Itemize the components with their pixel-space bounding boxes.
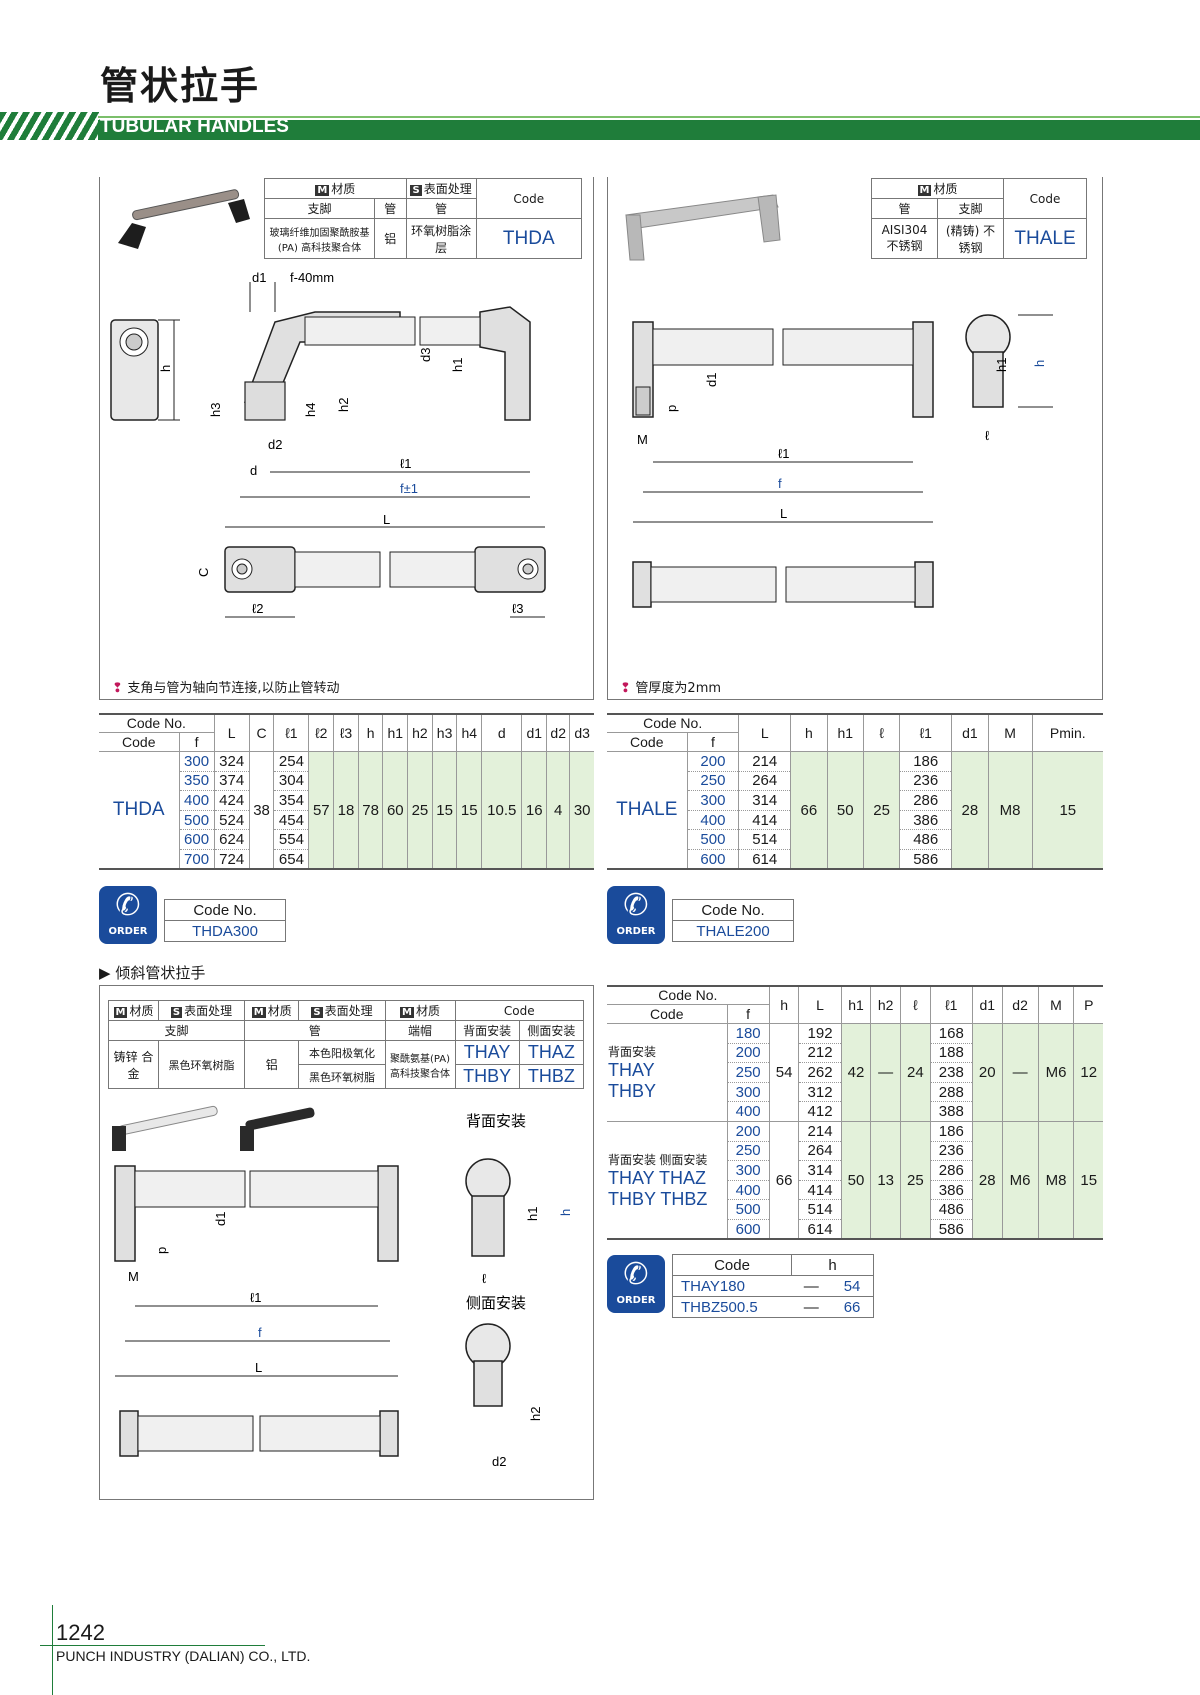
thale-photo [625, 194, 781, 261]
thda-dim-h3: h3 [208, 403, 223, 417]
inclined-drawing: 背面安装 d1 p M ℓ1 f L h1 h ℓ 侧面安装 h2 d2 [112, 1105, 573, 1469]
thda-dim-d: d [250, 463, 257, 478]
thale-dim-l1: ℓ1 [778, 446, 789, 461]
inclined-dim-f: f [258, 1325, 262, 1340]
thda-dim-h: h [158, 365, 173, 372]
inclined-dim-p: p [154, 1247, 169, 1254]
thale-dim-h1: h1 [994, 358, 1009, 372]
thda-dimension-table: Code No. L C ℓ1 ℓ2 ℓ3 h h1 h2 h3 h4 d d1… [99, 713, 594, 871]
thda-photo [118, 189, 250, 249]
thale-dim-L: L [780, 506, 787, 521]
thale-dim-h: h [1032, 360, 1047, 367]
title-band [0, 112, 1200, 140]
thda-dim-d2: d2 [268, 437, 282, 452]
thale-dim-d1: d1 [704, 373, 719, 387]
thale-dim-M: M [637, 432, 648, 447]
page-title-cn: 管状拉手 [100, 64, 261, 108]
thale-order-icon: ✆ORDER [607, 886, 665, 944]
thda-order-example: Code No. THDA300 [164, 899, 286, 942]
thda-dim-d1: d1 [252, 272, 266, 285]
thale-order-example: Code No. THALE200 [672, 899, 794, 942]
footer-vline [52, 1605, 53, 1695]
thda-note: ❢ 支角与管为轴向节连接,以防止管转动 [112, 681, 340, 696]
inclined-dim-h: h [558, 1209, 573, 1216]
thda-dim-l1: ℓ1 [400, 456, 411, 471]
thda-dim-d3: d3 [418, 348, 433, 362]
inclined-dim-d2: d2 [492, 1454, 506, 1469]
thda-dim-h2: h2 [336, 398, 351, 412]
thda-dim-C: C [196, 568, 211, 577]
thda-dim-f: f±1 [400, 481, 418, 496]
inclined-dim-h2: h2 [528, 1407, 543, 1421]
thda-drawing: h d1 f-40mm d3 h1 h2 h3 h4 d2 d ℓ1 f±1 L… [110, 272, 546, 618]
thale-dim-l: ℓ [985, 428, 990, 443]
footer-hline [40, 1645, 265, 1646]
inclined-dim-L: L [255, 1360, 262, 1375]
thda-dim-l2: ℓ2 [252, 601, 263, 616]
inclined-dim-l: ℓ [482, 1271, 487, 1286]
thda-dim-h4: h4 [303, 403, 318, 417]
page-number: 1242 [56, 1620, 105, 1645]
inclined-dimension-table: Code No. h L h1 h2 ℓ ℓ1 d1 d2 M P Code f… [607, 985, 1103, 1241]
inclined-dim-M: M [128, 1269, 139, 1284]
inclined-order-icon: ✆ORDER [607, 1255, 665, 1313]
inclined-side-title: 侧面安装 [466, 1295, 526, 1312]
inclined-dim-h1: h1 [525, 1207, 540, 1221]
thda-dim-f40: f-40mm [290, 272, 334, 285]
inclined-dim-d1: d1 [213, 1212, 228, 1226]
thale-note: ❢ 管厚度为2mm [620, 681, 722, 696]
inclined-dim-l1: ℓ1 [250, 1290, 261, 1305]
inclined-back-title: 背面安装 [466, 1113, 526, 1130]
thda-dim-h1: h1 [450, 358, 465, 372]
company-name: PUNCH INDUSTRY (DALIAN) CO., LTD. [56, 1648, 311, 1664]
thale-drawing: d1 p M ℓ1 f L h1 h ℓ [632, 314, 1053, 608]
thda-dim-L: L [383, 512, 390, 527]
thda-order-icon: ✆ORDER [99, 886, 157, 944]
thale-dim-f: f [778, 476, 782, 491]
thda-dim-l3: ℓ3 [512, 601, 523, 616]
page-title-en: TUBULAR HANDLES [100, 116, 289, 137]
thale-dim-p: p [664, 405, 679, 412]
inclined-section-title: ▶ 倾斜管状拉手 [99, 964, 206, 982]
thale-dimension-table: Code No. L h h1 ℓ ℓ1 d1 M Pmin. Code f T… [607, 713, 1103, 871]
